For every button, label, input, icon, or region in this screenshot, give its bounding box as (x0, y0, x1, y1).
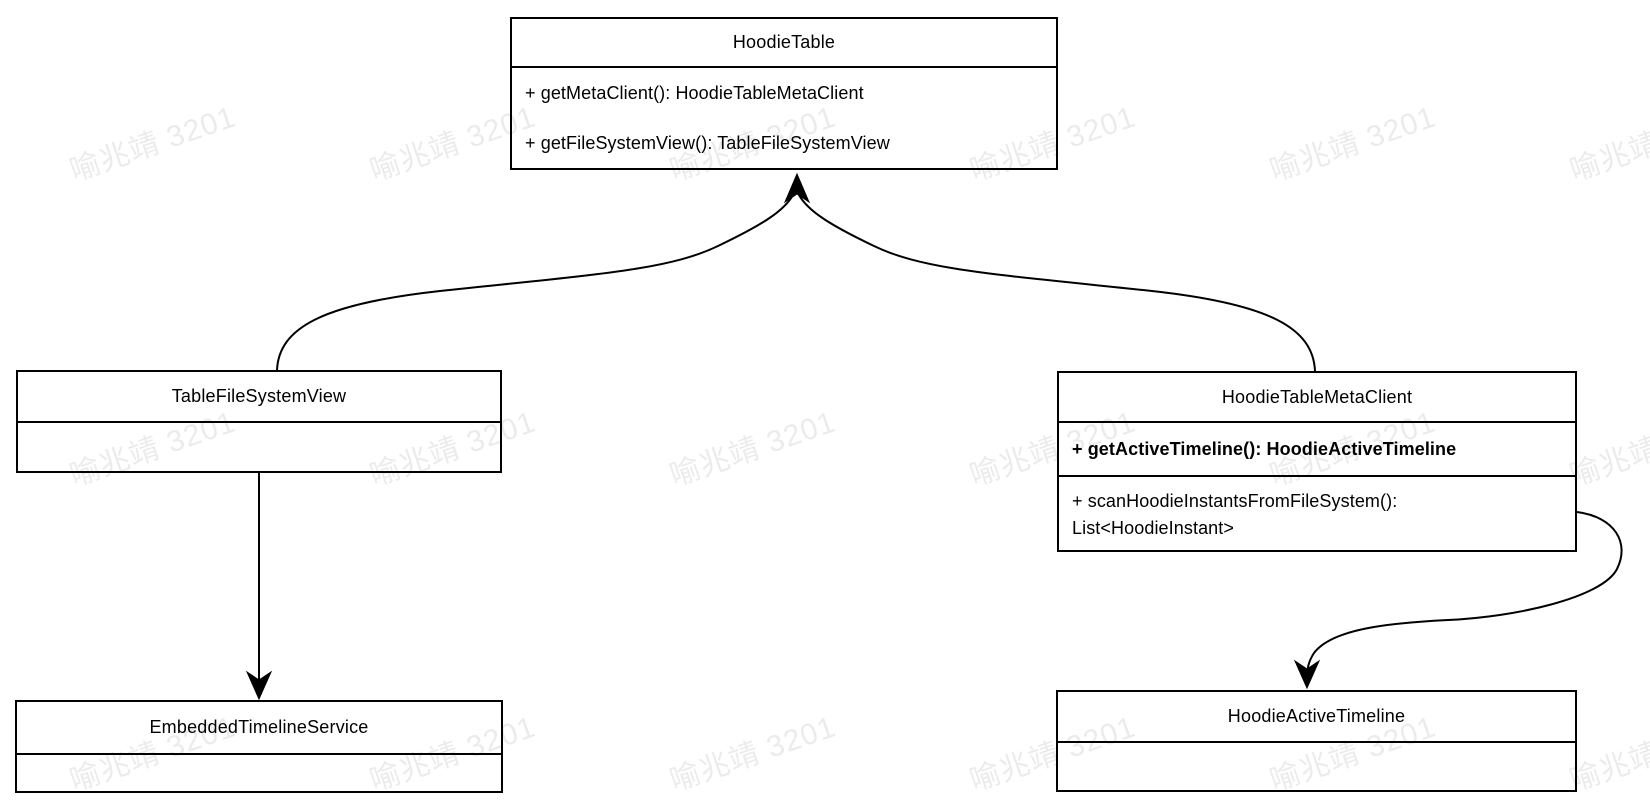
edge-tablefilesystemview-to-hoodietable (276, 194, 794, 371)
empty-compartment (18, 423, 500, 471)
method-getmetaclient: + getMetaClient(): HoodieTableMetaClient (525, 82, 864, 103)
class-hoodieactivetimeline: HoodieActiveTimeline (1056, 690, 1577, 792)
edge-hoodietablemetaclient-to-hoodietable (798, 194, 1316, 372)
class-embeddedtimelineservice-title: EmbeddedTimelineService (17, 702, 501, 755)
method-scanhoodieinstants: + scanHoodieInstantsFromFileSystem(): Li… (1059, 475, 1575, 550)
arrowhead-down-embeddedtimelineservice (245, 670, 273, 701)
watermark-text: 喻兆靖 3201 (1265, 100, 1441, 188)
empty-compartment (1058, 743, 1575, 790)
class-hoodieactivetimeline-title: HoodieActiveTimeline (1058, 692, 1575, 743)
class-hoodietable: HoodieTable + getMetaClient(): HoodieTab… (510, 17, 1058, 170)
method-getfilesystemview: + getFileSystemView(): TableFileSystemVi… (525, 132, 890, 153)
arrowhead-up-hoodietable (783, 172, 811, 204)
watermark-text: 喻兆靖 3201 (665, 405, 841, 493)
class-tablefilesystemview-title: TableFileSystemView (18, 372, 500, 423)
watermark-text: 喻兆靖 3201 (1565, 100, 1650, 188)
empty-compartment (17, 755, 501, 791)
class-tablefilesystemview: TableFileSystemView (16, 370, 502, 473)
class-hoodietable-title: HoodieTable (512, 19, 1056, 68)
method-scanhoodieinstants-text: + scanHoodieInstantsFromFileSystem(): Li… (1072, 491, 1398, 538)
class-embeddedtimelineservice: EmbeddedTimelineService (15, 700, 503, 793)
class-hoodietablemetaclient: HoodieTableMetaClient + getActiveTimelin… (1057, 371, 1577, 552)
watermark-text: 喻兆靖 3201 (665, 710, 841, 798)
arrowhead-down-hoodieactivetimeline (1293, 659, 1321, 690)
method-getactivetimeline: + getActiveTimeline(): HoodieActiveTimel… (1072, 438, 1457, 459)
class-hoodietablemetaclient-title: HoodieTableMetaClient (1059, 373, 1575, 423)
watermark-text: 喻兆靖 3201 (65, 100, 241, 188)
